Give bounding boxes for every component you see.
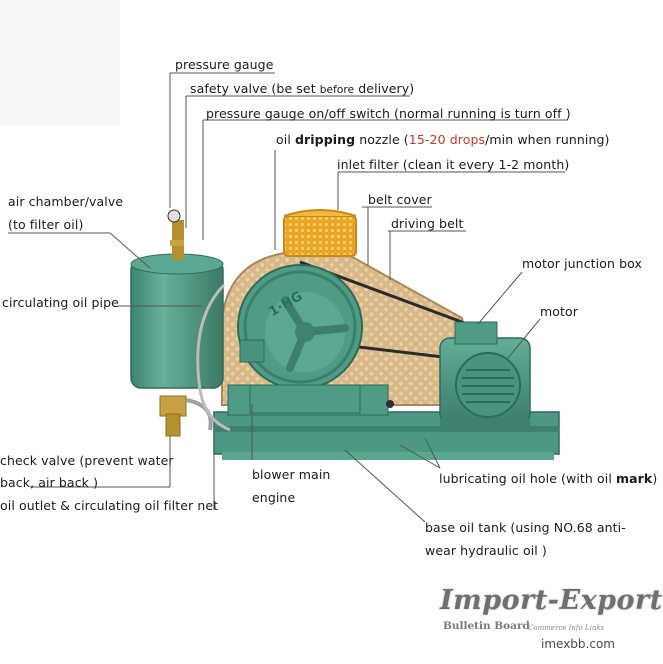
label-motor: motor [540, 304, 579, 319]
watermark-title: Import-Export [440, 585, 663, 616]
label-nozzle-drops: 15-20 drops [408, 132, 486, 147]
label-lubricating-oil-hole: lubricating oil hole (with oil mark) [439, 471, 658, 486]
label-base-oil-tank-line2: wear hydraulic oil ) [425, 543, 547, 558]
label-circulating-oil-pipe: circulating oil pipe [2, 295, 119, 310]
label-oil-outlet: oil outlet & circulating oil filter net [0, 498, 219, 513]
label-lube-pre: lubricating oil hole (with oil [439, 471, 616, 486]
motor [439, 321, 531, 426]
label-nozzle-pre: oil [276, 132, 295, 147]
watermark-site: imexbb.com [541, 637, 615, 651]
label-air-chamber-line2: (to filter oil) [8, 217, 84, 232]
blower-main-engine [237, 264, 363, 414]
label-safety-valve-pre: safety valve (be set [190, 81, 320, 96]
label-safety-valve-before: before [319, 84, 355, 96]
label-pressure-gauge: pressure gauge [175, 57, 274, 72]
label-oil-dripping-nozzle: oil dripping nozzle (15-20 drops/min whe… [276, 132, 610, 147]
air-chamber-tank [130, 209, 224, 389]
leader-lines [8, 72, 568, 523]
label-safety-valve: safety valve (be set before delivery) [190, 81, 415, 96]
label-motor-junction-box: motor junction box [522, 256, 642, 271]
label-pressure-switch: pressure gauge on/off switch (normal run… [206, 106, 571, 121]
watermark-small: Commerce Info Links [528, 624, 605, 632]
inlet-filter [283, 209, 357, 257]
label-driving-belt: driving belt [391, 216, 464, 231]
label-check-valve-line1: check valve (prevent water [0, 453, 174, 468]
background-panel [0, 0, 120, 125]
label-lube-post: ) [652, 471, 658, 486]
label-nozzle-post: /min when running) [485, 132, 610, 147]
label-lube-bold: mark [616, 471, 653, 486]
label-blower-line2: engine [252, 490, 296, 505]
label-belt-cover: belt cover [368, 192, 432, 207]
check-valve [159, 395, 213, 437]
circulating-oil-pipe [196, 283, 231, 432]
label-nozzle-bold: dripping [294, 132, 356, 147]
label-nozzle-mid: nozzle ( [355, 132, 409, 147]
watermark-sub: Bulletin Board [443, 620, 530, 632]
label-blower-line1: blower main [252, 467, 331, 482]
label-base-oil-tank-line1: base oil tank (using NO.68 anti- [425, 520, 626, 535]
label-inlet-filter: inlet filter (clean it every 1-2 month) [337, 157, 570, 172]
label-air-chamber-line1: air chamber/valve [8, 194, 124, 209]
label-safety-valve-post: delivery) [354, 81, 415, 96]
label-check-valve-line2: back, air back ) [0, 475, 99, 490]
